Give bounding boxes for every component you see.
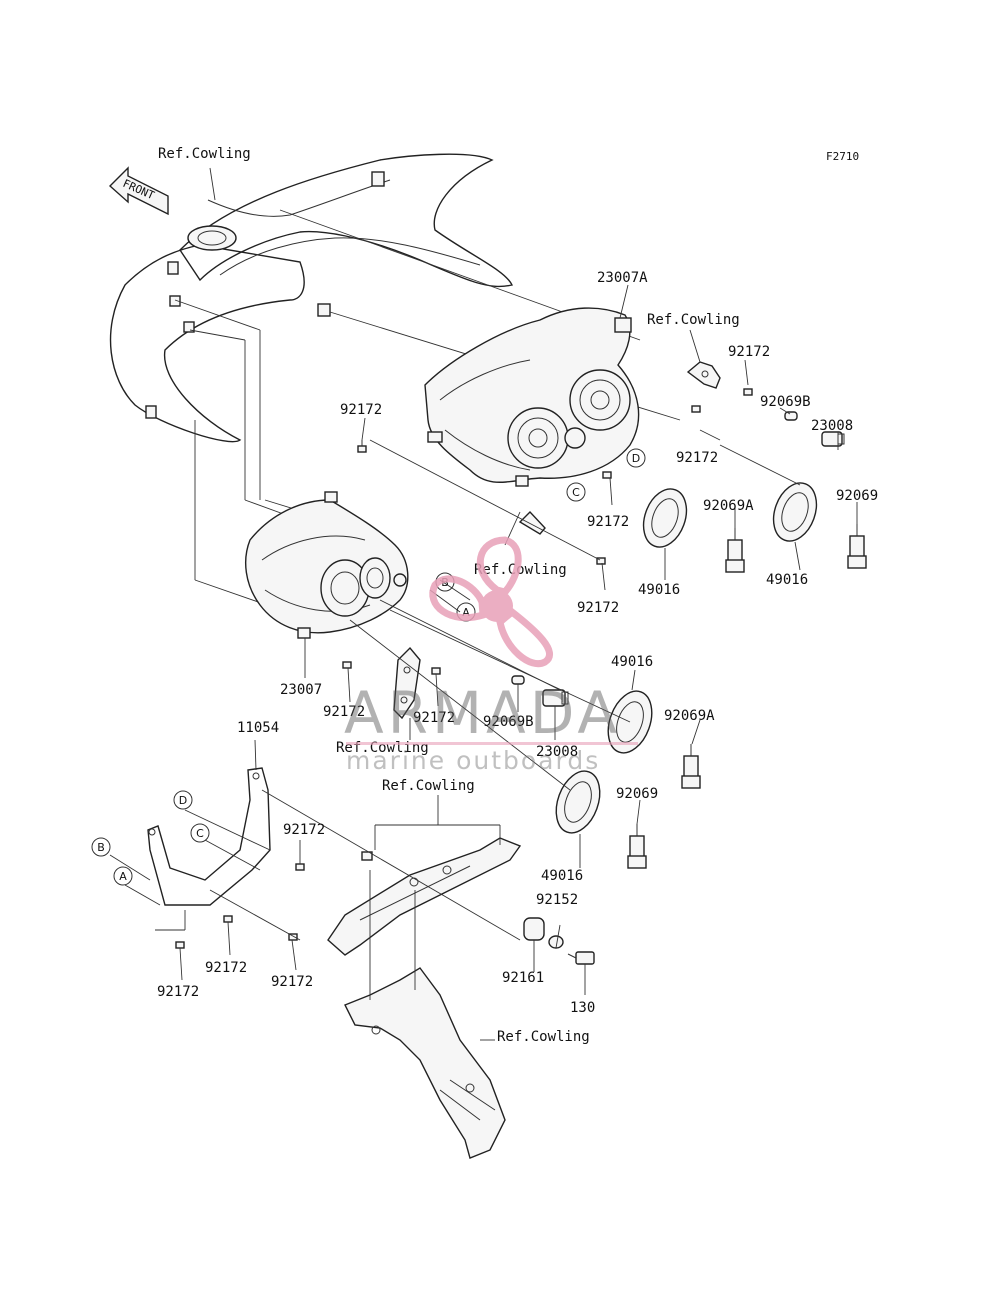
label-49016: 49016 (541, 868, 583, 884)
svg-text:D: D (179, 794, 187, 807)
screw-icon (357, 440, 367, 453)
screw-icon (288, 933, 298, 941)
label-23008: 23008 (536, 744, 578, 760)
svg-text:C: C (196, 827, 204, 840)
dust-cover-icon (642, 488, 688, 548)
label-92172: 92172 (587, 514, 629, 530)
bolt-130-part (567, 951, 595, 965)
sockets (542, 431, 845, 707)
leader-lines (109, 284, 858, 1041)
watermark-tagline: marine outboards (346, 746, 600, 775)
callout-d-top: D (626, 448, 646, 468)
label-ref-cowling: Ref.Cowling (382, 778, 475, 794)
label-49016: 49016 (611, 654, 653, 670)
label-92069b: 92069B (760, 394, 811, 410)
bulb-icon (627, 824, 647, 869)
label-11054: 11054 (237, 720, 279, 736)
callout-d-low: D (173, 790, 193, 810)
label-23007: 23007 (280, 682, 322, 698)
label-ref-cowling: Ref.Cowling (158, 146, 251, 162)
upper-cowling-part (109, 153, 514, 443)
watermark-underline (346, 742, 638, 745)
label-92069a: 92069A (664, 708, 715, 724)
screw-icon (295, 863, 305, 871)
figure-code: F2710 (826, 150, 859, 163)
label-92172: 92172 (271, 974, 313, 990)
propeller-logo-icon (429, 536, 553, 668)
label-ref-cowling: Ref.Cowling (497, 1029, 590, 1045)
callout-c-top: C (566, 482, 586, 502)
label-23008: 23008 (811, 418, 853, 434)
label-49016: 49016 (638, 582, 680, 598)
label-92172: 92172 (676, 450, 718, 466)
screw-icon (602, 471, 612, 479)
halogen-bulbs (627, 524, 867, 869)
label-23007a: 23007A (597, 270, 648, 286)
label-92152: 92152 (536, 892, 578, 908)
headlight-23007a-part (424, 307, 640, 487)
screw-icon (175, 941, 185, 949)
screw-icon (596, 557, 606, 565)
bracket-lower-part (393, 646, 421, 720)
label-92069b: 92069B (483, 714, 534, 730)
bracket-upper-part (686, 361, 721, 389)
front-arrow-icon: FRONT (108, 166, 169, 216)
label-92069: 92069 (616, 786, 658, 802)
bulb-icon (725, 528, 745, 573)
watermark: ARMADA marine outboards (344, 536, 638, 775)
svg-text:B: B (97, 841, 105, 854)
callout-b-low: B (91, 837, 111, 857)
watermark-brand: ARMADA (344, 679, 621, 747)
svg-text:A: A (119, 870, 127, 883)
label-92172: 92172 (413, 710, 455, 726)
label-92172: 92172 (323, 704, 365, 720)
label-92069: 92069 (836, 488, 878, 504)
position-bulbs (511, 411, 798, 685)
svg-text:D: D (632, 452, 640, 465)
svg-text:A: A (462, 606, 470, 619)
label-92172: 92172 (340, 402, 382, 418)
bulb-icon (847, 524, 867, 569)
screw-icon (223, 915, 233, 923)
label-92069a: 92069A (703, 498, 754, 514)
bulb-icon (681, 744, 701, 789)
screw-icon (342, 661, 352, 669)
dust-cover-icon (772, 482, 818, 542)
lower-bracket-part (344, 967, 506, 1159)
label-92172: 92172 (283, 822, 325, 838)
part-labels: Ref.Cowling 23007A Ref.Cowling 92172 921… (157, 146, 878, 1045)
label-92172: 92172 (157, 984, 199, 1000)
label-92172: 92172 (205, 960, 247, 976)
screw-icon (431, 667, 441, 675)
label-130: 130 (570, 1000, 595, 1016)
label-92172: 92172 (577, 600, 619, 616)
grommet-92161-part (523, 917, 545, 941)
svg-text:C: C (572, 486, 580, 499)
label-49016: 49016 (766, 572, 808, 588)
bracket-11054-part (147, 767, 271, 906)
screw-icon (361, 851, 373, 861)
socket-icon (821, 431, 845, 447)
headlight-stay-part (327, 837, 522, 956)
bracket-middle-part (518, 510, 546, 535)
label-ref-cowling: Ref.Cowling (647, 312, 740, 328)
screw-icon (691, 405, 701, 413)
callout-a-low: A (113, 866, 133, 886)
callout-c-low: C (190, 823, 210, 843)
screw-icon (743, 388, 753, 396)
screws (175, 388, 753, 949)
bulb-icon (784, 411, 798, 421)
headlight-23007-part (245, 491, 409, 639)
label-92172: 92172 (728, 344, 770, 360)
dust-cover-icon (555, 770, 601, 834)
label-92161: 92161 (502, 970, 544, 986)
